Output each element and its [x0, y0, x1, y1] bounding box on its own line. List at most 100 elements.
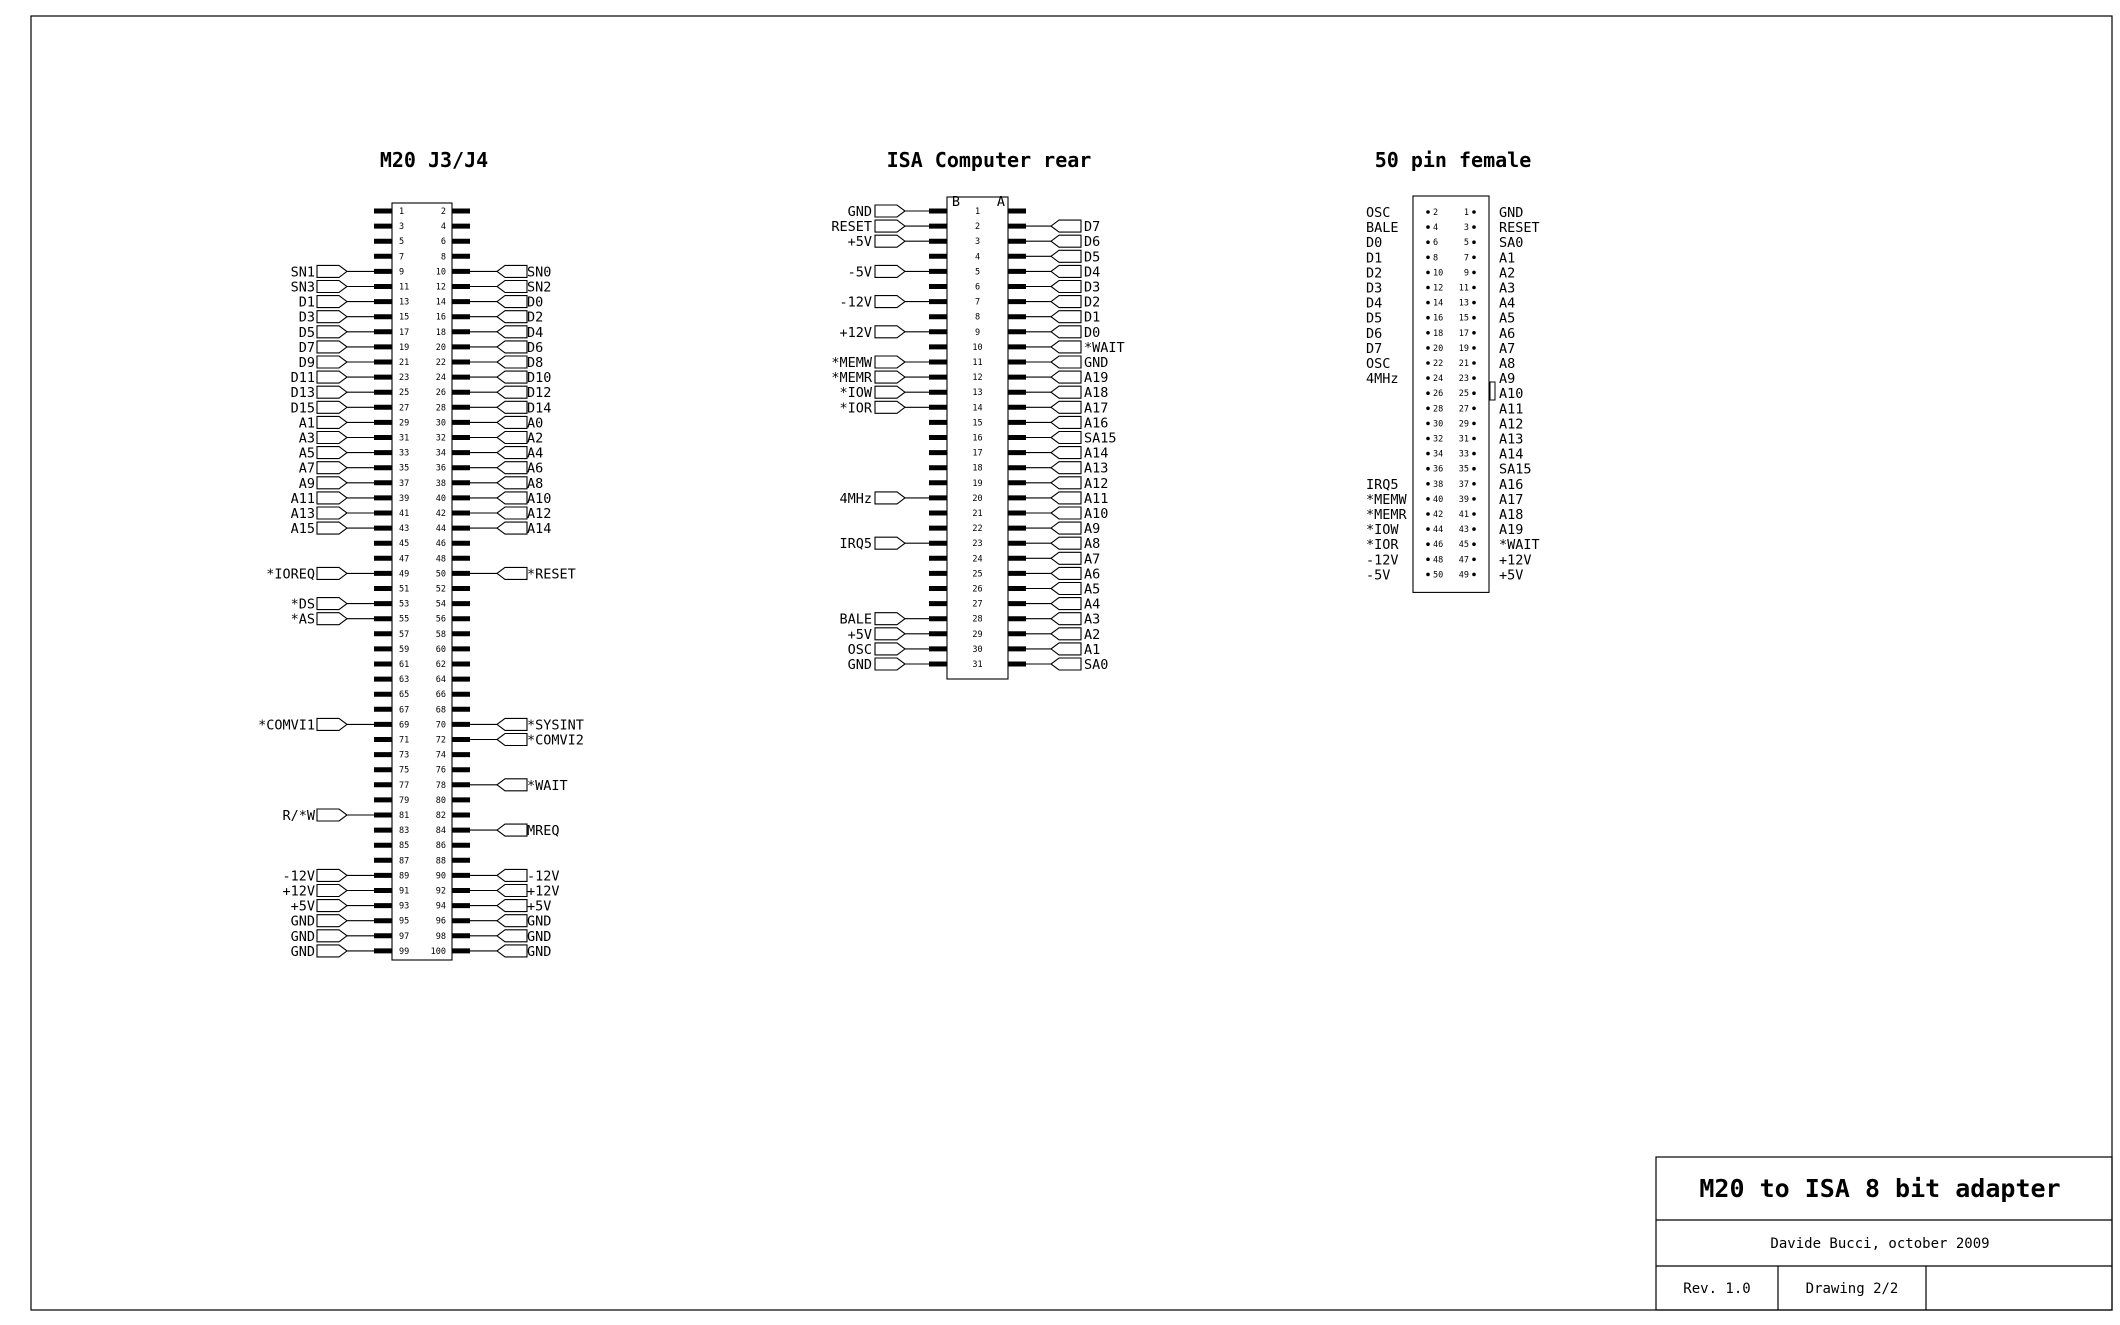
signal-label: GND: [527, 929, 551, 945]
pin-number: 22: [1433, 359, 1443, 369]
signal-label: A14: [1084, 446, 1108, 462]
port-flag: [1050, 536, 1082, 550]
pin-number: 41: [399, 509, 409, 519]
pin-dot: [1472, 512, 1476, 516]
pin-number: 16: [972, 434, 982, 444]
signal-label: A4: [1499, 296, 1515, 312]
signal-label: D11: [291, 370, 315, 386]
port-flag: [316, 264, 348, 278]
pin-number: 24: [436, 373, 446, 383]
pin-number: 16: [436, 313, 446, 323]
port-flag: [496, 521, 528, 535]
signal-label: +12V: [282, 884, 315, 900]
pin-number: 48: [436, 554, 446, 564]
pin-number: 55: [399, 615, 409, 625]
pin-dot: [1426, 346, 1430, 350]
port-flag: [496, 914, 528, 928]
signal-label: D15: [291, 400, 315, 416]
signal-label: GND: [291, 944, 315, 960]
signal-label: D13: [291, 385, 315, 401]
pin-number: 14: [972, 403, 982, 413]
pin-number: 37: [399, 479, 409, 489]
pin-number: 50: [436, 569, 446, 579]
port-flag: [496, 264, 528, 278]
signal-label: +5V: [1499, 567, 1523, 583]
signal-label: D3: [1366, 281, 1382, 297]
pin-number: 28: [1433, 404, 1443, 414]
signal-label: GND: [1084, 355, 1108, 371]
pin-number: 17: [399, 328, 409, 338]
port-flag: [1050, 310, 1082, 324]
signal-label: GND: [848, 204, 872, 220]
pin-number: 66: [436, 690, 446, 700]
pin-number: 53: [399, 600, 409, 610]
pin-number: 29: [1459, 419, 1469, 429]
drawing-author: Davide Bucci, october 2009: [1770, 1236, 1989, 1252]
pin-number: 33: [1459, 450, 1469, 460]
port-flag: [1050, 446, 1082, 460]
signal-label: D2: [527, 310, 543, 326]
port-flag: [1050, 325, 1082, 339]
signal-label: GND: [527, 914, 551, 930]
port-flag: [496, 823, 528, 837]
port-flag: [496, 295, 528, 309]
port-flag: [496, 400, 528, 414]
signal-label: A13: [1499, 432, 1523, 448]
port-flag: [496, 310, 528, 324]
pin-number: 54: [436, 600, 446, 610]
pin-number: 6: [441, 237, 446, 247]
signal-label: A10: [1499, 386, 1523, 402]
isa-connector-title: ISA Computer rear: [887, 148, 1092, 172]
signal-label: *IOR: [839, 400, 872, 416]
pin-number: 27: [1459, 404, 1469, 414]
signal-label: *SYSINT: [527, 717, 584, 733]
port-flag: [316, 295, 348, 309]
signal-label: A16: [1084, 415, 1108, 431]
pin-dot: [1426, 497, 1430, 501]
pin-number: 18: [436, 328, 446, 338]
signal-label: *MEMR: [1366, 507, 1408, 523]
port-flag: [1050, 295, 1082, 309]
signal-label: A9: [299, 476, 315, 492]
sheet-border: [30, 15, 2113, 1311]
pin-dot: [1472, 240, 1476, 244]
signal-label: A18: [1499, 507, 1523, 523]
pin-number: 6: [975, 283, 980, 293]
pin-number: 11: [1459, 284, 1469, 294]
signal-label: A8: [1084, 536, 1100, 552]
signal-label: -5V: [1366, 567, 1390, 583]
pin-dot: [1426, 270, 1430, 275]
pin-number: 49: [399, 569, 409, 579]
pin-dot: [1472, 451, 1476, 456]
pin-number: 2: [1433, 208, 1438, 218]
pin-dot: [1426, 421, 1430, 426]
signal-label: *WAIT: [527, 778, 568, 794]
signal-label: A14: [527, 521, 551, 537]
signal-label: D4: [1366, 296, 1382, 312]
pin-dot: [1426, 300, 1430, 305]
pin-number: 19: [1459, 344, 1469, 354]
pin-number: 47: [399, 554, 409, 564]
signal-label: D0: [1366, 235, 1382, 251]
pin-number: 13: [1459, 299, 1469, 309]
signal-label: +12V: [527, 884, 560, 900]
pin-dot: [1472, 497, 1476, 501]
signal-label: *WAIT: [1084, 340, 1125, 356]
port-flag: [496, 385, 528, 399]
pin-dot: [1472, 391, 1476, 396]
port-flag: [496, 944, 528, 958]
pin-number: 11: [399, 283, 409, 293]
port-flag: [496, 325, 528, 339]
pin-number: 23: [399, 373, 409, 383]
port-flag: [1050, 249, 1082, 263]
pin-number: 27: [972, 600, 982, 610]
signal-label: -12V: [1366, 552, 1399, 568]
port-flag: [316, 310, 348, 324]
port-flag: [874, 219, 906, 233]
port-flag: [496, 717, 528, 731]
pin-number: 37: [1459, 480, 1469, 490]
port-flag: [316, 476, 348, 490]
signal-label: MREQ: [527, 823, 560, 839]
signal-label: A11: [291, 491, 315, 507]
